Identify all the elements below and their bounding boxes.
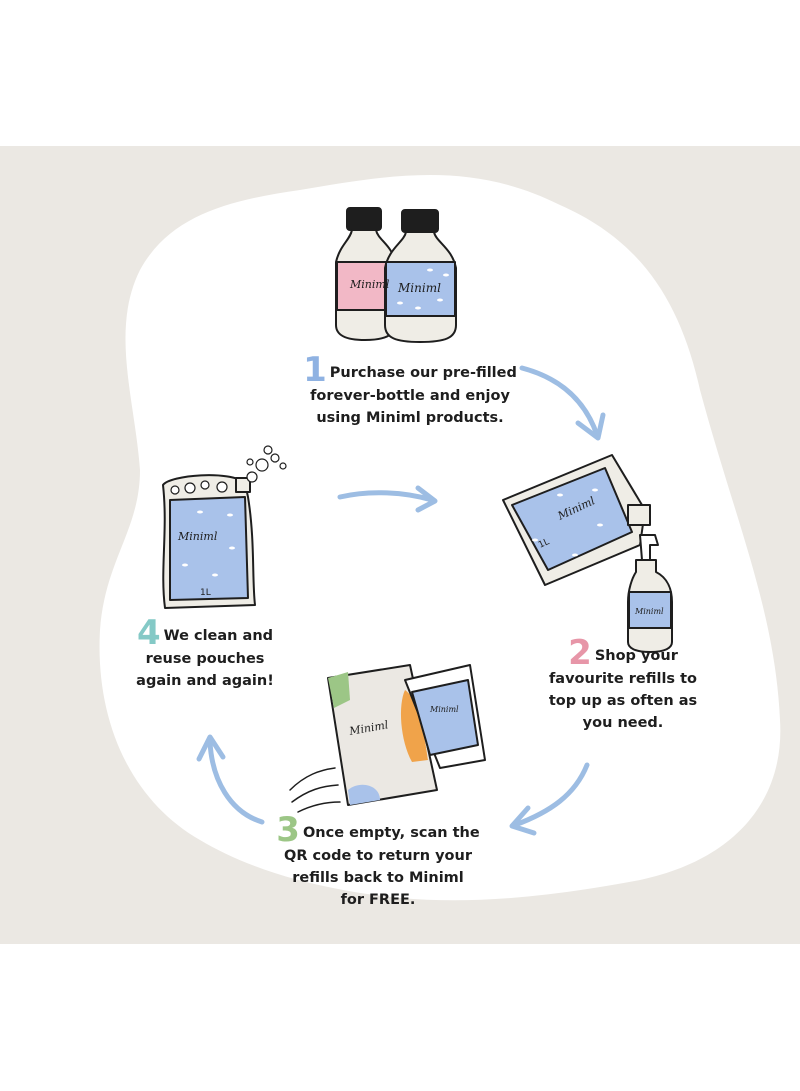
forever-bottles bbox=[335, 207, 457, 343]
step-1-number: 1 bbox=[303, 350, 327, 390]
step-2-line-3: top up as often as bbox=[548, 693, 698, 709]
step-3-number: 3 bbox=[276, 810, 300, 850]
mailer-pouch-label: Miniml bbox=[429, 705, 459, 714]
step-4-number: 4 bbox=[136, 613, 161, 653]
cleaned-pouch bbox=[162, 474, 256, 609]
cleaned-pouch-label: Miniml bbox=[177, 530, 218, 543]
arrow-1-to-2-head bbox=[575, 412, 606, 441]
arrow-2-to-3-head bbox=[509, 805, 537, 836]
step-2-number: 2 bbox=[568, 633, 592, 673]
step-2-line-2: favourite refills to bbox=[548, 671, 697, 687]
step-1-line-3: using Miniml products. bbox=[316, 410, 504, 426]
blue-bottle-label: Miniml bbox=[397, 281, 441, 295]
refill-pouch-size: 1L bbox=[537, 537, 551, 551]
step-2-line-4: you need. bbox=[582, 715, 664, 731]
arrow-4-to-1 bbox=[337, 490, 435, 503]
step-4-line-2: reuse pouches bbox=[145, 651, 265, 667]
spray-bottle-label: Miniml bbox=[634, 607, 664, 616]
arrow-3-to-4 bbox=[207, 739, 265, 825]
white-blob bbox=[99, 175, 781, 901]
arrow-1-to-2 bbox=[519, 365, 600, 438]
soap-bubbles bbox=[170, 445, 287, 495]
cleaned-pouch-size: 1L bbox=[200, 588, 211, 598]
arrow-3-to-4-head bbox=[196, 734, 226, 762]
arrow-4-to-1-head bbox=[415, 485, 438, 513]
pink-bottle-label: Miniml bbox=[349, 278, 390, 291]
step-1-line-1: Purchase our pre-filled bbox=[329, 365, 517, 381]
step-2-line-1: Shop your bbox=[594, 648, 678, 664]
step-3-line-3: refills back to Miniml bbox=[292, 870, 464, 886]
motion-lines bbox=[289, 767, 341, 813]
blue-bottle-speckles bbox=[397, 268, 449, 310]
return-mailer bbox=[327, 664, 486, 806]
step-3-line-2: QR code to return your bbox=[284, 848, 472, 864]
refill-pouch-pouring bbox=[502, 454, 651, 586]
cleaned-pouch-speckles bbox=[182, 510, 235, 577]
arrow-2-to-3 bbox=[512, 762, 590, 828]
refill-pouch-speckles bbox=[532, 488, 603, 557]
spray-bottle bbox=[627, 534, 673, 653]
step-4-line-1: We clean and bbox=[163, 628, 274, 644]
step-3-line-1: Once empty, scan the bbox=[302, 825, 480, 841]
step-4-line-3: again and again! bbox=[136, 673, 274, 689]
step-1-line-2: forever-bottle and enjoy bbox=[310, 388, 510, 404]
step-3-line-4: for FREE. bbox=[340, 892, 416, 908]
